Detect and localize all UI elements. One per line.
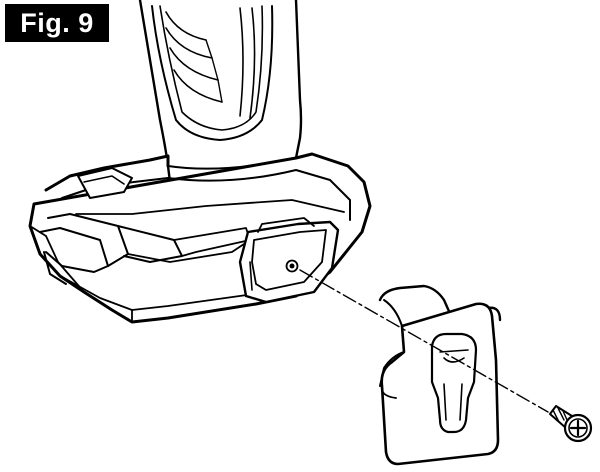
drill-base-icon	[28, 152, 372, 324]
screw-icon	[549, 405, 593, 443]
alignment-line	[299, 269, 549, 413]
screw-hole-icon	[285, 259, 299, 273]
figure-label: Fig. 9	[5, 4, 109, 42]
drill-handle-icon	[138, 0, 303, 185]
belt-hook-icon	[378, 284, 502, 466]
